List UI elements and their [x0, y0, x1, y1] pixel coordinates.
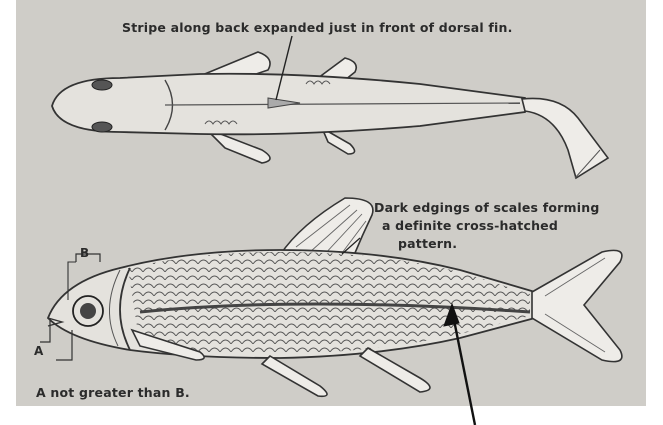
bottom-note: A not greater than B. — [36, 385, 190, 400]
scales-caption-line-3: pattern. — [398, 236, 457, 251]
measurement-a-label: A — [34, 344, 44, 358]
scales-caption-line-1: Dark edgings of scales forming — [374, 200, 600, 215]
scales-caption-line-2: a definite cross-hatched — [382, 218, 558, 233]
top-caption: Stripe along back expanded just in front… — [122, 20, 513, 35]
dorsal-view-eye-lower — [92, 122, 112, 132]
fish-dorsal-view-illustration — [52, 36, 608, 178]
lateral-view-anal-fin — [360, 348, 430, 392]
lateral-view-pelvic-fin — [262, 356, 327, 396]
dorsal-view-eye-upper — [92, 80, 112, 90]
lateral-view-tail-fin — [532, 250, 622, 361]
dorsal-view-tail — [522, 98, 608, 178]
measurement-b-label: B — [80, 246, 89, 260]
